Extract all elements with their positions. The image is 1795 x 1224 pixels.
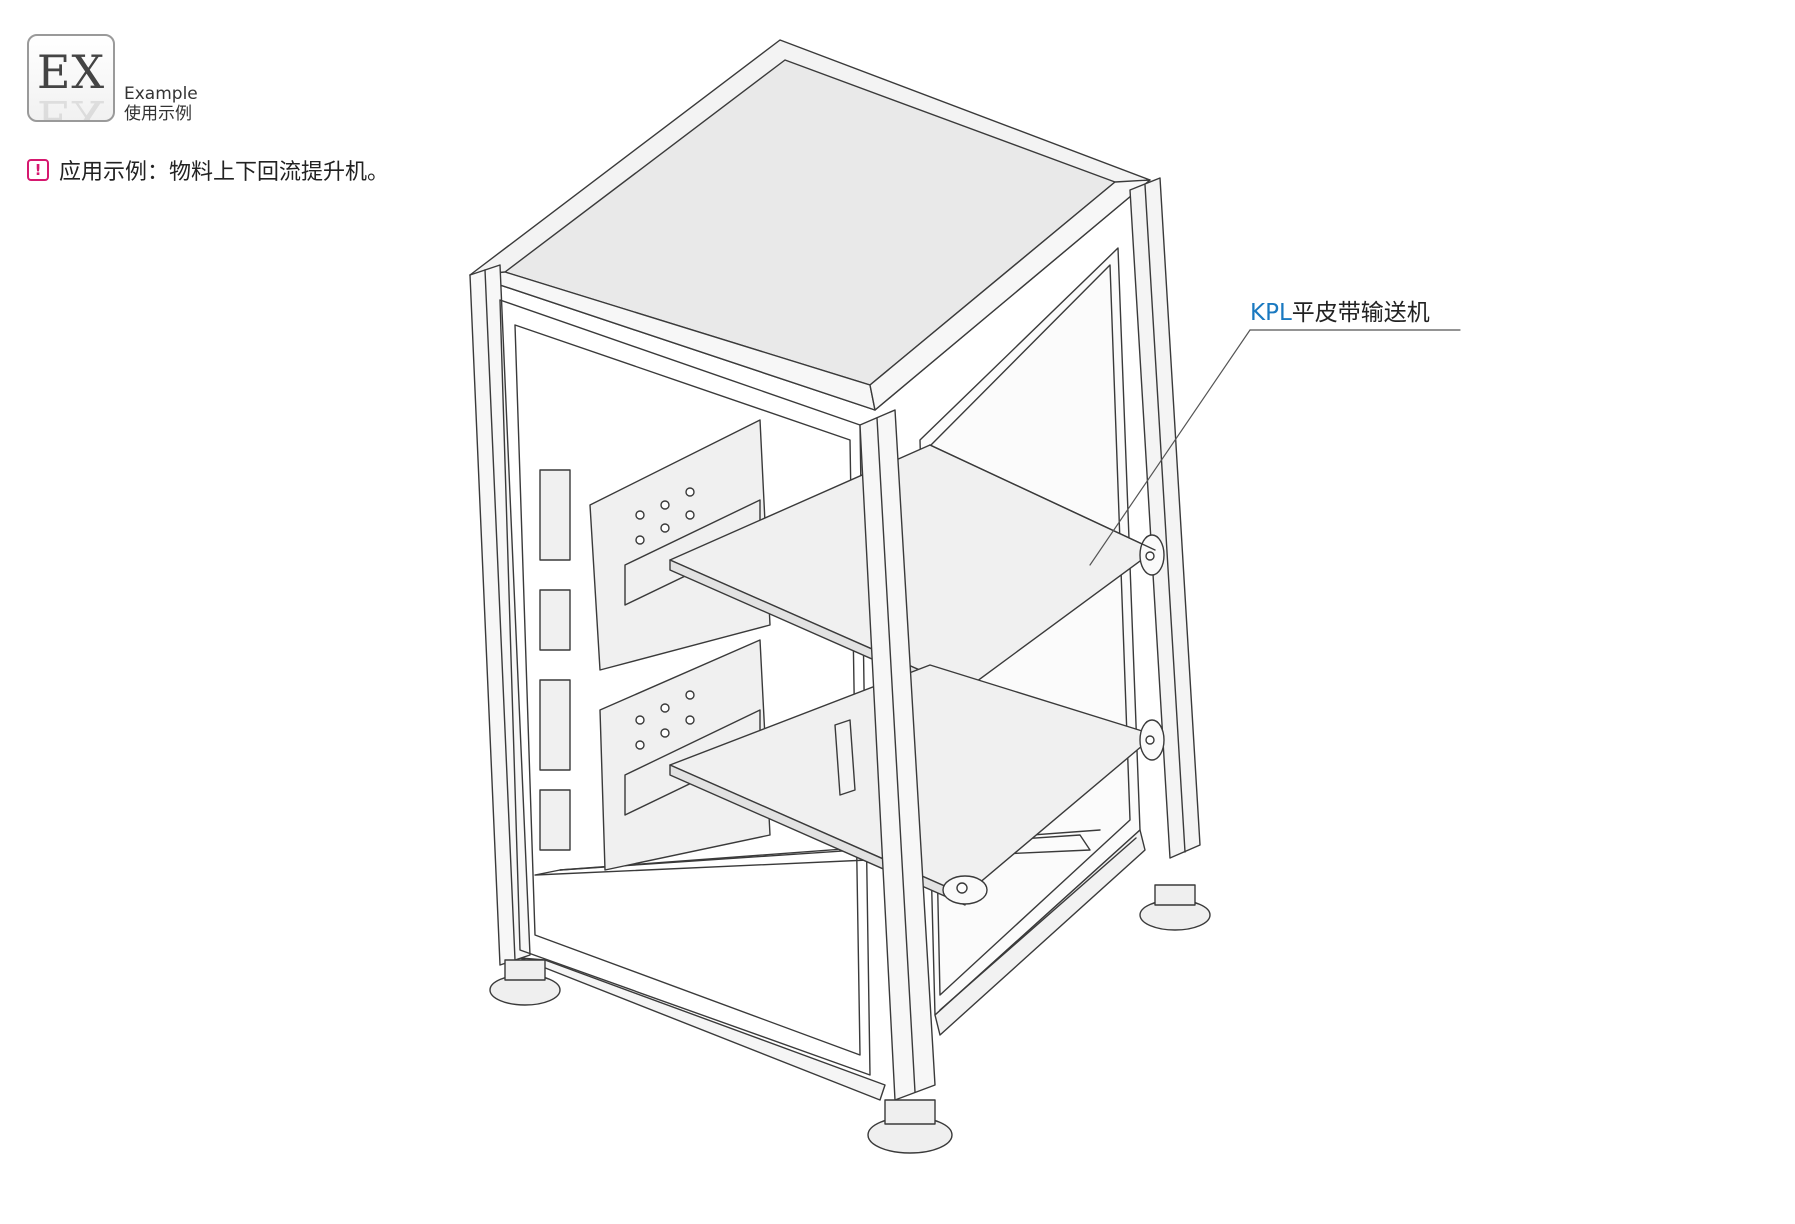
front-left-post (469, 264, 531, 966)
callout-label: 平皮带输送机 (1291, 300, 1430, 326)
leveling-feet (489, 884, 1211, 1154)
back-right-post (1129, 177, 1201, 859)
top-frame (469, 179, 1151, 411)
front-right-post (859, 409, 936, 1101)
callout-code: KPL (1250, 300, 1292, 326)
badge-label-en: Example (124, 84, 198, 104)
badge-letters: EX (36, 45, 106, 99)
badge-label-zh: 使用示例 (124, 104, 192, 124)
door-handle (834, 719, 856, 796)
example-badge: EX EX (27, 34, 115, 122)
belt-conveyor-callout: KPL平皮带输送机 (1250, 293, 1430, 327)
application-note: ! 应用示例：物料上下回流提升机。 (27, 156, 390, 185)
callout-leader (1089, 329, 1461, 566)
lift-mechanism (539, 419, 771, 871)
front-frame (499, 299, 871, 1076)
application-note-text: 应用示例：物料上下回流提升机。 (59, 160, 390, 185)
exclamation-icon: ! (27, 159, 49, 181)
plate-holes (635, 487, 695, 750)
